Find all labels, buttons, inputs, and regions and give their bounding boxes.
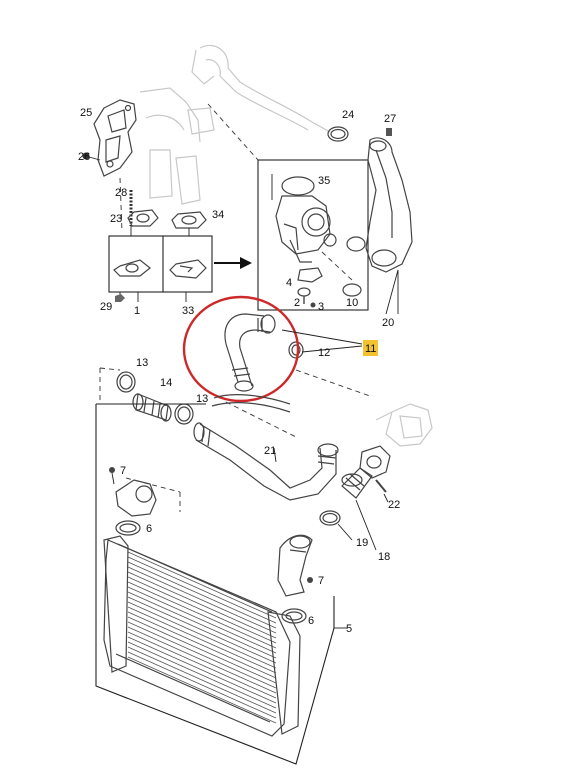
boost-hose-part <box>224 313 276 392</box>
callout-22: 22 <box>388 499 400 511</box>
intercooler-fin <box>127 656 277 724</box>
callout-19: 19 <box>356 537 368 549</box>
gasket-6a-part <box>115 520 141 536</box>
nut-part <box>115 294 125 302</box>
intake-housing-background <box>375 403 433 447</box>
callout-29: 29 <box>100 301 112 313</box>
outlet-elbow-part <box>115 479 157 517</box>
callout-34: 34 <box>212 209 224 221</box>
clamp-13-lower-part <box>174 403 194 425</box>
callout-33: 33 <box>182 305 194 317</box>
red-highlight-circle <box>182 295 300 403</box>
intercooler-fin <box>127 646 277 714</box>
intercooler-fin <box>127 606 277 674</box>
intercooler-fin <box>127 591 277 659</box>
hose-14-part <box>132 393 172 422</box>
hose-18-part <box>341 467 373 499</box>
clamp-13-upper-part <box>116 371 136 393</box>
intercooler-fin <box>127 621 277 689</box>
gasket-ring-part <box>346 236 366 252</box>
intercooler-fin <box>127 576 277 644</box>
exhaust-pipe-part <box>365 137 413 273</box>
callout-3: 3 <box>318 301 324 313</box>
bolt-3-part <box>310 302 316 308</box>
bolt-7a-part <box>109 467 115 473</box>
gasket-23-part <box>127 209 159 227</box>
intercooler-fin <box>127 626 277 694</box>
clamp-24-part <box>327 126 349 142</box>
callout-27: 27 <box>384 113 396 125</box>
intercooler-fin <box>127 616 277 684</box>
fitting-2-part <box>297 287 311 304</box>
callout-11-highlight <box>363 340 378 356</box>
intercooler-fin <box>127 611 277 679</box>
exhaust-pipe-background <box>139 44 331 205</box>
callout-24: 24 <box>342 109 354 121</box>
callout-10: 10 <box>346 297 358 309</box>
arrow-to-turbo-box <box>214 257 252 269</box>
intercooler-fin <box>127 551 277 619</box>
bolt-7b-part <box>307 577 313 583</box>
callout-6-left: 6 <box>146 523 152 535</box>
intercooler-fin <box>127 651 277 719</box>
callout-7-right: 7 <box>318 575 324 587</box>
callout-7-left: 7 <box>120 465 126 477</box>
callout-12: 12 <box>318 347 330 359</box>
gasket-34-part <box>171 211 207 229</box>
gasket-33-part <box>169 259 207 279</box>
gasket-4-part <box>297 267 323 283</box>
callout-6-right: 6 <box>308 615 314 627</box>
flange-22-part <box>359 445 391 493</box>
callout-11: 11 <box>365 343 376 355</box>
intercooler-fin <box>127 596 277 664</box>
callout-35: 35 <box>318 175 330 187</box>
intercooler-fin <box>127 556 277 624</box>
callout-13-upper: 13 <box>136 357 148 369</box>
intercooler-fin <box>127 631 277 699</box>
callout-18: 18 <box>378 551 390 563</box>
heat-shield-part <box>82 99 137 177</box>
callout-14: 14 <box>160 377 172 389</box>
intercooler-fin <box>127 601 277 669</box>
callout-1: 1 <box>134 305 140 317</box>
part-callouts: 25 26 28 23 34 29 1 33 24 27 35 4 2 3 10… <box>78 107 400 635</box>
intercooler-fin <box>127 586 277 654</box>
gasket-detail-box <box>108 235 213 293</box>
clamp-10-part <box>342 283 362 297</box>
callout-4: 4 <box>286 277 292 289</box>
intercooler-fin <box>127 566 277 634</box>
callout-21: 21 <box>264 445 276 457</box>
intercooler-fin <box>127 636 277 704</box>
callout-13-lower: 13 <box>196 393 208 405</box>
charge-pipe-21-part <box>193 394 339 501</box>
callout-20: 20 <box>382 317 394 329</box>
intercooler-fin <box>127 581 277 649</box>
gasket-1-part <box>113 259 151 277</box>
intercooler-core-part <box>103 535 301 737</box>
intercooler-fin <box>127 641 277 709</box>
callout-23: 23 <box>110 213 122 225</box>
turbocharger-part <box>271 174 337 263</box>
intercooler-fin <box>127 571 277 639</box>
callout-25: 25 <box>80 107 92 119</box>
callout-2: 2 <box>294 297 300 309</box>
bolt-27-part <box>386 128 392 136</box>
intercooler-fin <box>127 561 277 629</box>
callout-28: 28 <box>115 187 127 199</box>
inlet-elbow-part <box>277 534 313 597</box>
clamp-19-part <box>319 510 341 526</box>
callout-26: 26 <box>78 151 90 163</box>
intercooler-frame <box>95 403 335 765</box>
callout-5: 5 <box>346 623 352 635</box>
gasket-6b-part <box>281 608 307 624</box>
hose-clamp-12-part <box>288 341 304 359</box>
